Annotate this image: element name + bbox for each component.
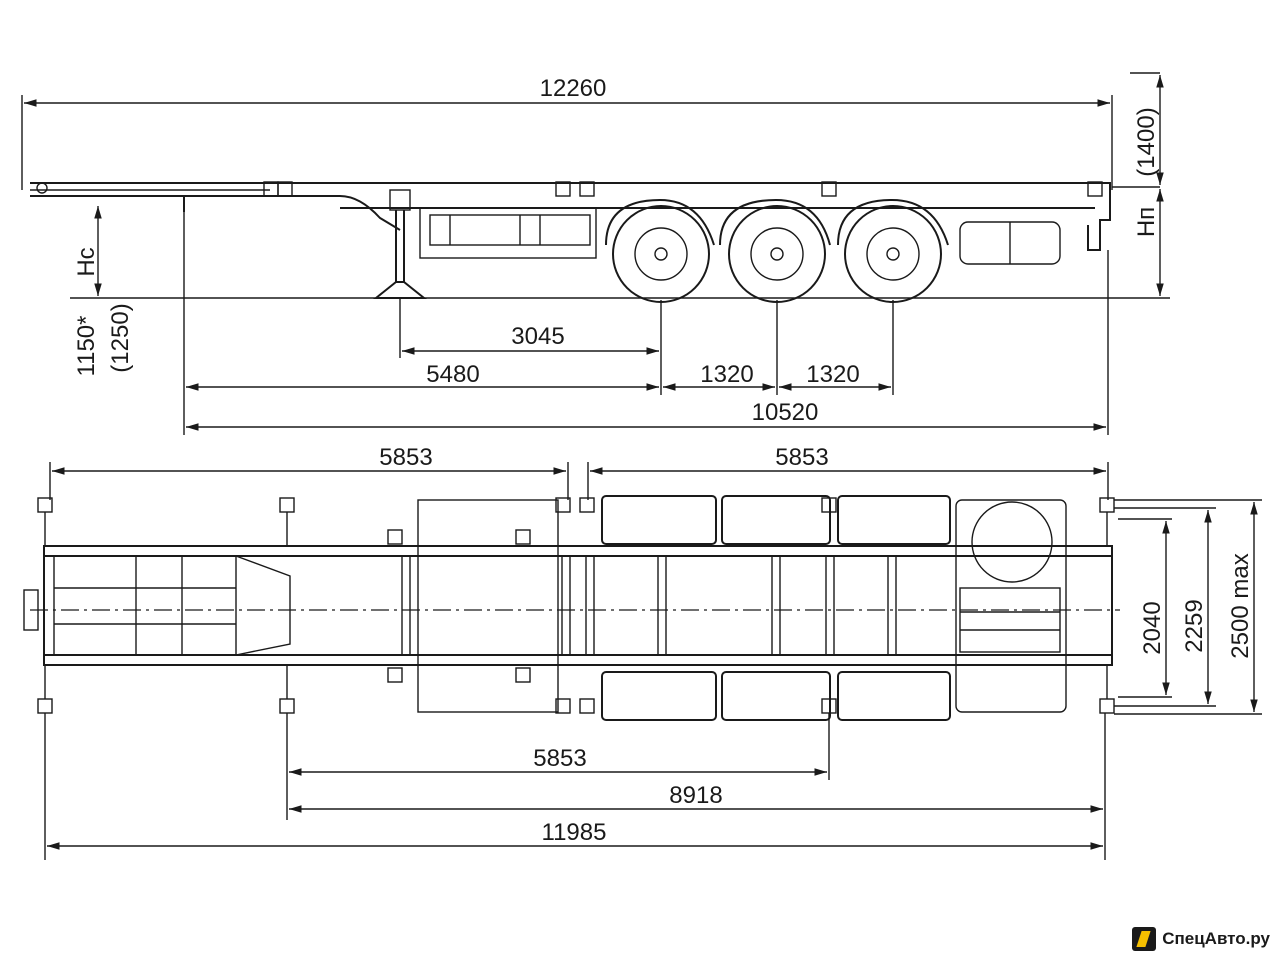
middle-section-label: 5853: [533, 745, 586, 772]
watermark: СпецАвто.ру: [1132, 927, 1270, 951]
platform-height-label: (1400): [1133, 107, 1160, 176]
support-dim-label: 5480: [426, 361, 479, 388]
axle-spacing-2-label: 1320: [806, 361, 859, 388]
twistlock-span-label: 8918: [669, 782, 722, 809]
max-width-label: 2500 max: [1227, 553, 1254, 658]
trailer-frame-top: [23, 495, 1120, 721]
frame-width-label: 2040: [1139, 601, 1166, 654]
front-section-label: 5853: [379, 444, 432, 471]
kingpin-dim-label: 3045: [511, 323, 564, 350]
overall-length-label: 12260: [540, 75, 607, 102]
coupling-height-label: 1150*: [73, 316, 100, 377]
spetsavto-logo-icon: [1132, 927, 1157, 951]
axle-wheels: [612, 205, 942, 303]
axle-width-label: 2259: [1181, 599, 1208, 652]
hp-label: Нп: [1133, 207, 1160, 237]
frame-length-label: 11985: [542, 819, 607, 846]
trailer-frame-side: [30, 181, 1111, 299]
coupling-height-alt-label: (1250): [107, 303, 134, 372]
wheelbase-label: 10520: [752, 399, 819, 426]
axle-spacing-1-label: 1320: [700, 361, 753, 388]
rear-section-label: 5853: [775, 444, 828, 471]
top-view: 5853 5853: [23, 444, 1262, 860]
hc-label: Нс: [73, 247, 100, 276]
side-view: 12260: [21, 72, 1170, 435]
watermark-text: СпецАвто.ру: [1162, 929, 1270, 948]
